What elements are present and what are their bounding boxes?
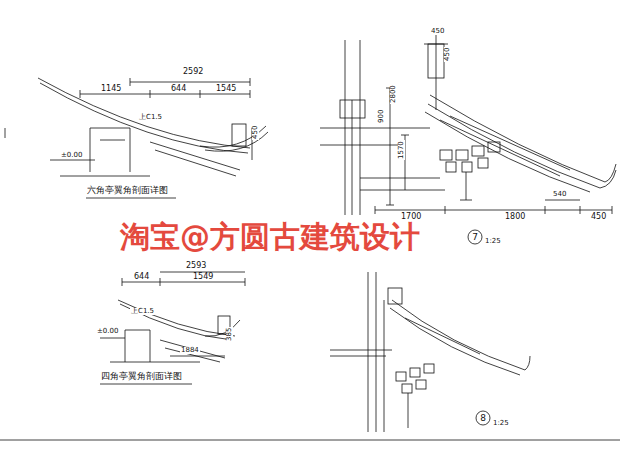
section-caption: 六角亭翼角剖面详图: [86, 186, 169, 195]
elevation-mark: ±0.00: [60, 152, 83, 159]
dimension: 450: [444, 47, 451, 62]
dimension: 1545: [215, 85, 237, 93]
dimension: 450: [590, 213, 607, 221]
dimension: 644: [133, 273, 150, 281]
frame-line: [0, 440, 620, 441]
dimension: 1145: [100, 85, 122, 93]
section-four-corner: [100, 272, 245, 384]
elevation-mark: ±0.00: [96, 328, 119, 335]
detail-number: 7: [471, 233, 479, 242]
elevation-mark: 上C1.5: [138, 114, 163, 121]
dimension: 900: [378, 109, 385, 124]
dimension: 2800: [390, 84, 397, 104]
dimension: 2592: [182, 68, 204, 76]
eave-detail-7: [320, 30, 616, 244]
section-six-corner: [38, 78, 268, 198]
scale: 1:25: [484, 238, 502, 245]
dimension: 1884: [180, 347, 200, 354]
dimension: 2593: [185, 262, 207, 270]
dimension: 644: [170, 85, 187, 93]
elevation-mark: 上C1.5: [130, 308, 155, 315]
eave-detail-8: [330, 272, 530, 432]
scale: 1:25: [492, 420, 510, 427]
dimension: 540: [552, 191, 567, 198]
dimension: 385: [226, 327, 233, 342]
dimension: 1800: [504, 213, 526, 221]
detail-number: 8: [479, 414, 487, 423]
dimension: 1700: [400, 213, 422, 221]
dimension: 450: [430, 28, 445, 35]
dimension: 450: [252, 125, 259, 140]
section-caption: 四角亭翼角剖面详图: [100, 372, 183, 381]
frame-tick: [5, 128, 6, 138]
dimension: 1549: [192, 273, 214, 281]
watermark: 淘宝@方圆古建筑设计: [120, 222, 420, 252]
dimension: 1570: [398, 140, 405, 160]
